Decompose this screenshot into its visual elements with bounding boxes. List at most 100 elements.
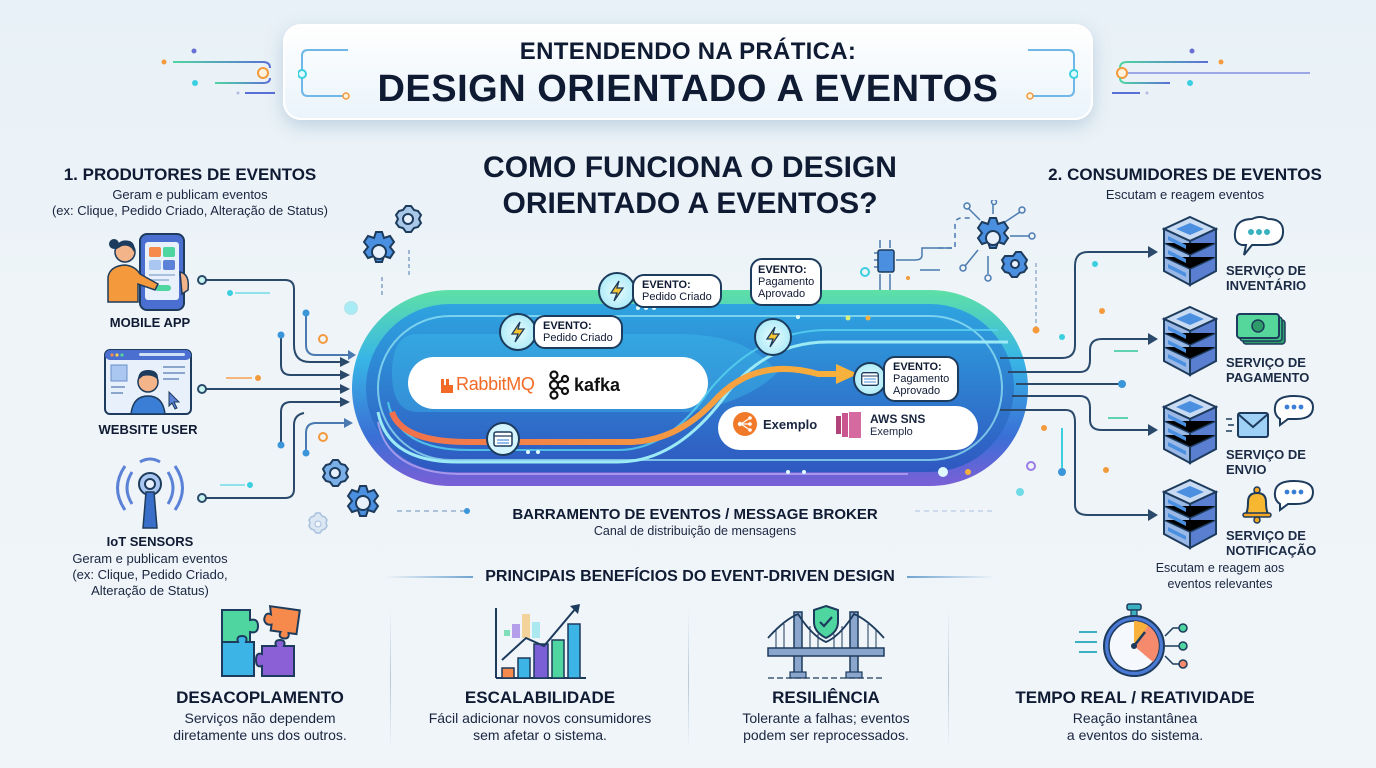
benefit-desc-line2: sem afetar o sistema. — [473, 727, 607, 743]
event-label: EVENTO: — [642, 279, 691, 291]
website-user-label: WEBSITE USER — [98, 422, 198, 437]
benefit-divider — [688, 610, 689, 750]
chip-gears-icon — [860, 200, 1036, 296]
consumers-footer-line1: Escutam e reagem aos — [1155, 561, 1285, 575]
event-label: EVENTO: — [758, 264, 807, 276]
event-pagamento-aprovado-inline: EVENTO: Pagamento Aprovado — [853, 356, 960, 402]
iot-sensors-label: IoT SENSORS — [106, 534, 194, 549]
left-circuit-decoration — [75, 48, 275, 95]
service-name-line1: SERVIÇO DE — [1226, 447, 1306, 462]
rabbitmq-text: RabbitMQ — [456, 374, 535, 394]
benefit-resiliencia: RESILIÊNCIA Tolerante a falhas; eventos … — [708, 602, 944, 744]
server-icon — [1161, 478, 1219, 550]
chat-bubble-icon — [1273, 479, 1315, 512]
producer-mobile-app: MOBILE APP — [95, 232, 205, 330]
consumer-notificacao: SERVIÇO DE NOTIFICAÇÃO — [1160, 478, 1340, 558]
benefit-desc-line2: podem ser reprocessados. — [743, 727, 909, 743]
aws-sns-logo: AWS SNS Exemplo — [834, 410, 925, 440]
event-name: Pedido Criado — [543, 332, 613, 344]
puzzle-icon — [221, 605, 301, 677]
iot-desc-line2: (ex: Clique, Pedido Criado, — [72, 567, 228, 582]
service-name-line1: SERVIÇO DE — [1226, 263, 1306, 278]
center-question: COMO FUNCIONA O DESIGN ORIENTADO A EVENT… — [420, 150, 960, 222]
consumers-footer-line2: eventos relevantes — [1167, 577, 1273, 591]
benefit-divider — [390, 610, 391, 750]
benefit-divider — [948, 610, 949, 750]
benefit-desc-line1: Serviços não dependem — [184, 710, 336, 726]
rabbitmq-logo: RabbitMQ — [440, 374, 535, 395]
event-name-line2: Aprovado — [893, 385, 941, 397]
antenna-icon — [116, 457, 184, 529]
benefits-heading-row: PRINCIPAIS BENEFÍCIOS DO EVENT-DRIVEN DE… — [385, 568, 996, 586]
center-question-line1: COMO FUNCIONA O DESIGN — [483, 151, 897, 184]
consumer-envio: SERVIÇO DE ENVIO — [1160, 393, 1340, 477]
producers-examples: (ex: Clique, Pedido Criado, Alteração de… — [51, 203, 329, 218]
lightning-icon — [754, 318, 792, 356]
producer-iot-sensors: IoT SENSORS Geram e publicam eventos (ex… — [55, 452, 245, 599]
service-name-line1: SERVIÇO DE — [1226, 355, 1306, 370]
benefits-heading: PRINCIPAIS BENEFÍCIOS DO EVENT-DRIVEN DE… — [485, 568, 895, 585]
service-name-line2: ENVIO — [1226, 462, 1267, 477]
web-user-icon — [104, 349, 192, 415]
iot-desc-line1: Geram e publicam eventos — [72, 551, 228, 566]
gears-icon-bottom-left — [308, 459, 380, 534]
bridge-shield-icon — [767, 604, 885, 679]
mobile-app-label: MOBILE APP — [109, 315, 191, 330]
benefit-title: DESACOPLAMENTO — [176, 688, 344, 707]
lightning-icon — [499, 313, 537, 351]
kafka-icon — [548, 370, 570, 400]
event-name-line2: Aprovado — [758, 288, 806, 300]
consumers-subtitle: Escutam e reagem eventos — [1105, 187, 1265, 202]
event-pagamento-aprovado-callout: EVENTO: Pagamento Aprovado — [750, 258, 823, 306]
service-name-line2: PAGAMENTO — [1226, 370, 1310, 385]
server-icon — [1161, 305, 1219, 377]
banner-right-circuit-icon — [1026, 49, 1078, 100]
benefit-title: ESCALABILIDADE — [464, 688, 616, 707]
producers-header: 1. PRODUTORES DE EVENTOS Geram e publica… — [20, 165, 400, 219]
benefit-desacoplamento: DESACOPLAMENTO Serviços não dependem dir… — [140, 602, 380, 744]
producer-connectors — [197, 275, 358, 503]
kafka-text: kafka — [574, 374, 621, 395]
example-text: Exemplo — [763, 416, 818, 432]
growth-chart-icon — [495, 604, 586, 679]
title-kicker: ENTENDENDO NA PRÁTICA: — [519, 38, 857, 65]
producers-subtitle: Geram e publicam eventos — [112, 187, 268, 202]
consumers-heading: 2. CONSUMIDORES DE EVENTOS — [1048, 165, 1322, 184]
consumer-pagamento: SERVIÇO DE PAGAMENTO — [1160, 305, 1340, 385]
benefit-desc-line1: Fácil adicionar novos consumidores — [428, 710, 652, 726]
aws-sns-icon — [836, 412, 861, 438]
benefit-desc-line2: diretamente uns dos outros. — [173, 727, 347, 743]
benefit-tempo-real: TEMPO REAL / REATIVIDADE Reação instantâ… — [1000, 602, 1270, 744]
center-question-line2: ORIENTADO A EVENTOS? — [502, 187, 878, 220]
event-pedido-criado-top: EVENTO: Pedido Criado — [598, 272, 722, 310]
mobile-user-icon — [107, 233, 190, 311]
banner-left-circuit-icon — [298, 49, 350, 100]
consumers-footer: Escutam e reagem aos eventos relevantes — [1135, 560, 1305, 592]
producers-heading: 1. PRODUTORES DE EVENTOS — [63, 165, 317, 184]
service-name-line1: SERVIÇO DE — [1226, 528, 1306, 543]
benefit-desc-line2: a eventos do sistema. — [1066, 727, 1204, 743]
bell-icon — [1242, 486, 1272, 524]
rabbitmq-icon — [441, 378, 453, 393]
iot-desc-line3: Alteração de Status) — [91, 583, 209, 598]
lightning-icon — [598, 272, 636, 310]
title-banner: ENTENDENDO NA PRÁTICA: DESIGN ORIENTADO … — [283, 24, 1093, 120]
heading-rule-right — [906, 576, 996, 578]
aws-sns-subtitle: Exemplo — [870, 425, 913, 438]
form-icon — [853, 362, 887, 396]
service-name-line2: NOTIFICAÇÃO — [1226, 543, 1317, 558]
broker-subtitle: Canal de distribuição de mensagens — [593, 524, 797, 538]
heading-rule-left — [385, 576, 474, 578]
server-icon — [1161, 393, 1219, 465]
event-pedido-criado-bottom: EVENTO: Pedido Criado — [499, 313, 623, 351]
broker-caption-dashes — [397, 508, 995, 514]
broker-caption: BARRAMENTO DE EVENTOS / MESSAGE BROKER C… — [440, 506, 950, 538]
producer-website-user: WEBSITE USER — [95, 348, 235, 437]
event-name-line1: Pagamento — [893, 373, 950, 385]
chat-bubble-icon — [1233, 216, 1285, 256]
benefit-escalabilidade: ESCALABILIDADE Fácil adicionar novos con… — [410, 602, 670, 744]
event-name: Pedido Criado — [642, 291, 712, 303]
right-circuit-decoration — [1112, 48, 1310, 95]
event-label: EVENTO: — [893, 361, 942, 373]
envelope-icon — [1226, 412, 1269, 438]
